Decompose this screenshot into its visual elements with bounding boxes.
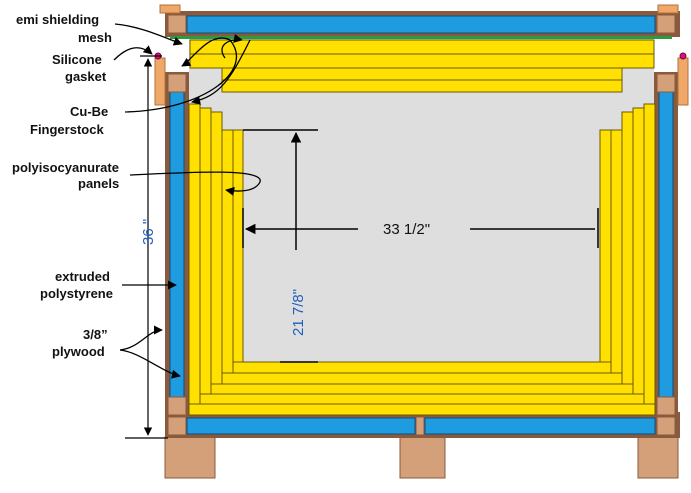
wall-right-block-bottom	[656, 396, 676, 416]
label-gasket-line2: gasket	[65, 69, 107, 84]
floor-block-mid	[415, 416, 425, 436]
floor-polystyrene-left	[186, 417, 416, 435]
height-inner-label: 21 7/8"	[290, 289, 307, 336]
floor-block-left	[167, 416, 187, 436]
leader-ply-down	[119, 349, 181, 379]
floor-polystyrene-right	[424, 417, 656, 435]
label-finger-line2: Fingerstock	[30, 122, 104, 137]
body-insulation-panels	[188, 103, 656, 416]
label-ply-line1: 3/8”	[83, 327, 108, 342]
skid-left	[164, 436, 216, 479]
lid-block-left	[167, 14, 187, 34]
label-emi-line2: mesh	[78, 30, 112, 45]
lid-insulation-panels	[189, 39, 655, 93]
wall-left-cap	[154, 57, 166, 106]
leader-emi	[114, 23, 183, 46]
wall-left-polystyrene	[169, 91, 185, 398]
interior-cavity	[189, 39, 654, 412]
label-emi-line1: emi shielding	[16, 12, 99, 27]
lid-polystyrene	[186, 15, 656, 34]
emi-shielding-mesh	[170, 36, 672, 39]
wall-right-polystyrene	[658, 91, 674, 398]
width-dim-label: 33 1/2"	[383, 221, 430, 238]
wall-right-cap	[677, 57, 689, 106]
label-poly-line1: polyisocyanurate	[12, 160, 119, 175]
skid-center	[399, 436, 446, 479]
lid-corner-left	[159, 4, 181, 14]
wall-left-block-top	[167, 73, 187, 93]
wall-left-block-bottom	[167, 396, 187, 416]
height-outer-label: 36 "	[140, 219, 157, 245]
label-poly-line2: panels	[78, 176, 119, 191]
skid-right	[637, 436, 679, 479]
lid-block-right	[656, 14, 676, 34]
label-ply-line2: plywood	[52, 344, 105, 359]
label-xps-line1: extruded	[55, 269, 110, 284]
gasket-right	[679, 52, 687, 60]
floor-block-right	[656, 416, 676, 436]
label-xps-line2: polystyrene	[40, 286, 113, 301]
leader-poly	[129, 171, 261, 196]
label-finger-line1: Cu-Be	[70, 104, 108, 119]
wall-right-block-top	[656, 73, 676, 93]
leader-finger	[124, 37, 237, 113]
leader-gasket	[113, 45, 153, 61]
leader-ply-up	[119, 325, 163, 351]
leader-finger-3	[221, 33, 243, 59]
leader-finger-2	[191, 39, 251, 105]
lid-corner-right	[657, 4, 679, 14]
label-gasket-line1: Silicone	[52, 52, 102, 67]
